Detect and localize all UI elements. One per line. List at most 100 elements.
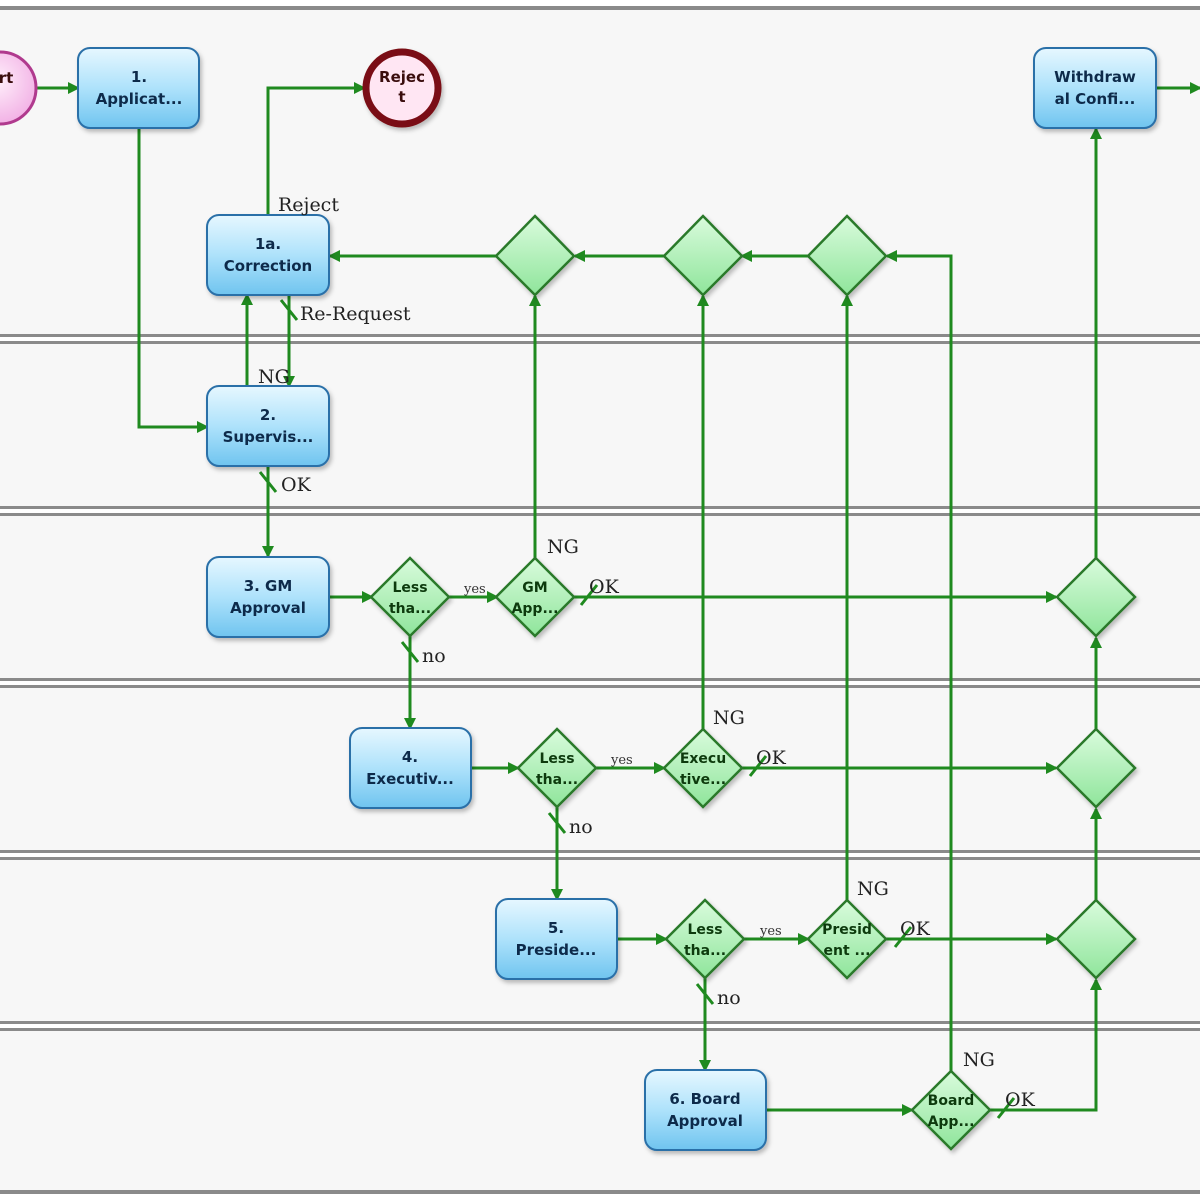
tick-no — [695, 983, 715, 1005]
task-board-approval[interactable]: 6. Board Approval — [644, 1069, 767, 1151]
gateway-pres-app-line-2: ent ... — [824, 943, 871, 959]
merge-gateway[interactable] — [1055, 556, 1137, 638]
label-ng: NG — [963, 1049, 995, 1071]
merge-gateway[interactable] — [1055, 898, 1137, 980]
merge-gateway[interactable] — [806, 214, 888, 297]
reject-end-event[interactable]: Rejec t — [362, 48, 442, 128]
gateway-pres-app[interactable]: Presid ent ... — [806, 898, 888, 980]
label-ng: NG — [857, 878, 889, 900]
task-application-line-1: 1. — [131, 68, 147, 86]
task-executive-line-1: 4. — [402, 748, 418, 766]
task-supervisor-line-2: Supervis... — [223, 428, 314, 446]
tick-ok — [579, 584, 599, 606]
task-application-line-2: Applicat... — [96, 90, 183, 108]
lane-separator — [0, 678, 1200, 688]
gateway-exec-app[interactable]: Execu tive... — [662, 727, 744, 809]
merge-gateway[interactable] — [494, 214, 576, 297]
condition-markers — [258, 299, 1016, 1119]
task-president-line-1: 5. — [548, 919, 564, 937]
task-withdrawal-line-1: Withdraw — [1054, 68, 1136, 86]
gateway-gm-app-line-1: GM — [522, 580, 547, 596]
label-yes: yes — [759, 924, 782, 939]
flow-correction-to-reject — [266, 82, 366, 214]
task-board-approval-line-1: 6. Board — [669, 1090, 740, 1108]
gateway-board-app-line-2: App... — [928, 1114, 975, 1130]
lane-separator — [0, 1021, 1200, 1031]
gateway-board-app[interactable]: Board App... — [910, 1069, 992, 1151]
merge-gateway[interactable] — [1055, 727, 1137, 809]
task-gm-approval-line-1: 3. GM — [244, 577, 293, 595]
gateway-pres-app-line-1: Presid — [822, 922, 872, 938]
task-gm-approval[interactable]: 3. GM Approval — [206, 556, 330, 638]
gateway-exec-app-line-2: tive... — [680, 772, 726, 788]
tick-re-request — [279, 299, 299, 321]
task-correction-line-1: 1a. — [255, 235, 281, 253]
task-gm-approval-line-2: Approval — [230, 599, 306, 617]
gateway-pres-less-line-2: tha... — [684, 943, 726, 959]
tick-no — [400, 641, 420, 663]
gateway-gm-less-line-1: Less — [392, 580, 427, 596]
task-correction[interactable]: 1a. Correction — [206, 214, 330, 296]
tick-ok — [748, 755, 768, 777]
gateway-exec-less-line-2: tha... — [536, 772, 578, 788]
flow-board-app-ok — [989, 978, 1102, 1112]
lane-separator — [0, 506, 1200, 516]
label-ok: OK — [589, 576, 620, 598]
flow-labels: Reject Re-Request NG OK NG OK yes no NG … — [258, 194, 1036, 1111]
task-president-line-2: Preside... — [516, 941, 597, 959]
gateway-gm-app-line-2: App... — [512, 601, 559, 617]
swimlanes — [0, 6, 1200, 1194]
task-withdrawal-line-2: al Confi... — [1055, 90, 1136, 108]
reject-event-line-1: Rejec — [379, 68, 425, 86]
reject-event-line-2: t — [398, 88, 405, 106]
label-ok: OK — [1005, 1089, 1036, 1111]
label-yes: yes — [610, 753, 633, 768]
task-president[interactable]: 5. Preside... — [495, 898, 618, 980]
task-executive-line-2: Executiv... — [366, 770, 454, 788]
task-supervisor[interactable]: 2. Supervis... — [206, 385, 330, 467]
tick-ok — [996, 1097, 1016, 1119]
gateway-exec-app-line-1: Execu — [680, 751, 726, 767]
gateway-gm-less[interactable]: Less tha... — [369, 556, 451, 638]
lane-border-top — [0, 6, 1200, 10]
lane-border-bottom — [0, 1190, 1200, 1194]
gateway-gm-less-line-2: tha... — [389, 601, 431, 617]
label-re-request: Re-Request — [300, 303, 411, 325]
gateway-exec-less[interactable]: Less tha... — [516, 727, 598, 809]
task-withdrawal[interactable]: Withdraw al Confi... — [1033, 47, 1157, 129]
flow-board-app-ng — [885, 250, 953, 1071]
label-reject: Reject — [278, 194, 339, 216]
label-ok: OK — [756, 747, 787, 769]
tick-no — [547, 812, 567, 834]
label-ng: NG — [547, 536, 579, 558]
lane-separator — [0, 334, 1200, 344]
merge-gateway[interactable] — [662, 214, 744, 297]
task-supervisor-line-1: 2. — [260, 406, 276, 424]
gateway-pres-less[interactable]: Less tha... — [664, 898, 746, 980]
task-correction-line-2: Correction — [224, 257, 312, 275]
label-ng: NG — [713, 707, 745, 729]
task-executive[interactable]: 4. Executiv... — [349, 727, 472, 809]
gateway-pres-less-line-1: Less — [687, 922, 722, 938]
label-no: no — [717, 987, 741, 1009]
label-no: no — [422, 645, 446, 667]
lane-separator — [0, 850, 1200, 860]
task-application[interactable]: 1. Applicat... — [77, 47, 200, 129]
label-ok: OK — [281, 474, 312, 496]
lane-background — [0, 10, 1200, 1190]
tick-ok — [258, 471, 278, 493]
start-event[interactable]: rt — [0, 50, 38, 126]
tick-ok — [893, 926, 913, 948]
label-no: no — [569, 816, 593, 838]
gateway-gm-app[interactable]: GM App... — [494, 556, 576, 638]
label-ok: OK — [900, 918, 931, 940]
gateway-board-app-line-1: Board — [928, 1093, 975, 1109]
flow-application-to-supervisor — [137, 128, 209, 433]
sequence-flows — [36, 82, 1200, 1116]
task-board-approval-line-2: Approval — [667, 1112, 743, 1130]
gateway-exec-less-line-1: Less — [539, 751, 574, 767]
label-yes: yes — [463, 582, 486, 597]
label-ng: NG — [258, 366, 290, 388]
start-event-label: rt — [0, 69, 13, 87]
